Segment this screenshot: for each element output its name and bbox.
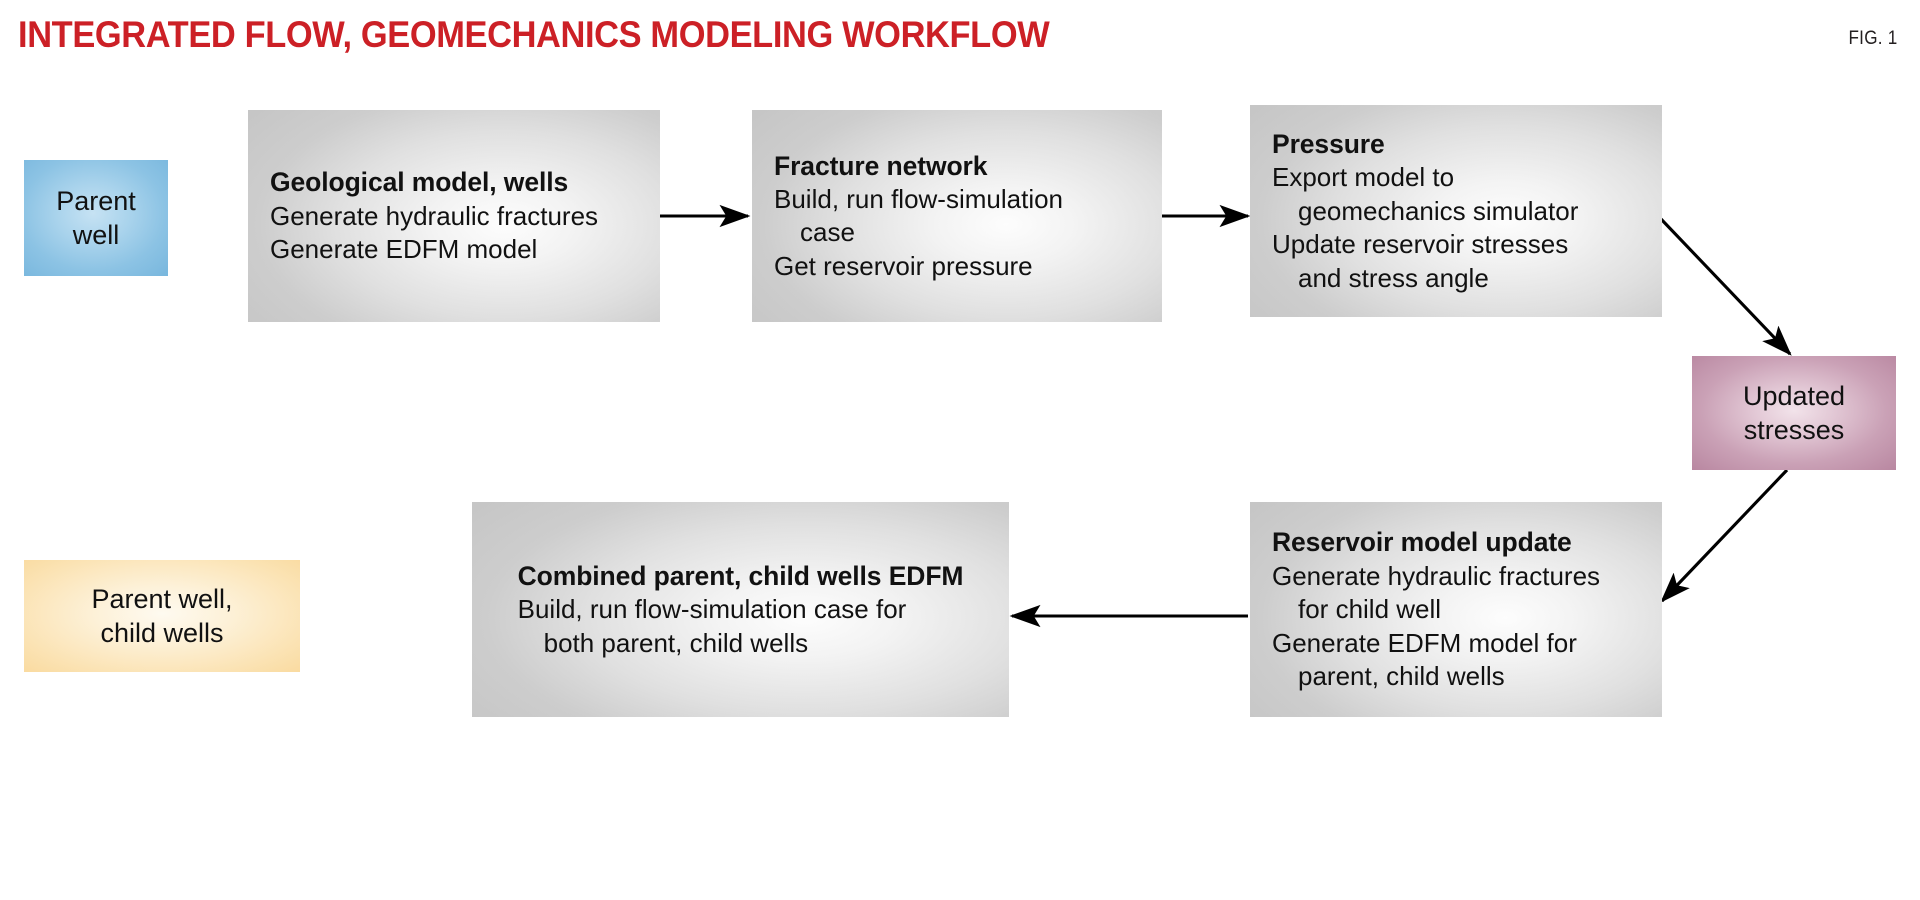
node-fracture-network-heading: Fracture network [774, 150, 988, 181]
node-reservoir-model-update-line-3: Generate EDFM model for [1272, 627, 1577, 658]
node-combined-edfm: Combined parent, child wells EDFM Build,… [472, 502, 1009, 717]
figure-number-label: FIG. 1 [1848, 28, 1898, 49]
node-reservoir-model-update-line-4: parent, child wells [1298, 661, 1505, 692]
node-geological-model-text: Geological model, wells Generate hydraul… [270, 165, 660, 266]
node-fracture-network-line-1: Build, run flow-simulation [774, 183, 1064, 214]
node-geological-model-line-2: Generate EDFM model [270, 234, 538, 265]
node-combined-edfm-line-1: Build, run flow-simulation case for [517, 594, 907, 625]
node-fracture-network-line-2: case [800, 217, 855, 248]
node-reservoir-model-update-text: Reservoir model update Generate hydrauli… [1272, 525, 1662, 693]
node-pressure-line-1: Export model to [1272, 162, 1455, 193]
node-pressure-heading: Pressure [1272, 128, 1385, 159]
node-reservoir-model-update-heading: Reservoir model update [1272, 527, 1572, 558]
node-combined-edfm-line-2: both parent, child wells [543, 627, 809, 658]
node-pressure-line-2: geomechanics simulator [1298, 195, 1579, 226]
node-geological-model: Geological model, wells Generate hydraul… [248, 110, 660, 322]
node-updated-stresses: Updated stresses [1692, 356, 1896, 470]
node-parent-child-wells: Parent well, child wells [24, 560, 300, 672]
node-parent-well: Parent well [24, 160, 168, 276]
node-geological-model-heading: Geological model, wells [270, 167, 569, 198]
node-reservoir-model-update-line-2: for child well [1298, 594, 1442, 625]
node-pressure-line-3: Update reservoir stresses [1272, 229, 1569, 260]
node-reservoir-model-update: Reservoir model update Generate hydrauli… [1250, 502, 1662, 717]
page-title: INTEGRATED FLOW, GEOMECHANICS MODELING W… [18, 14, 1050, 55]
node-fracture-network-line-3: Get reservoir pressure [774, 250, 1033, 281]
node-parent-child-wells-label: Parent well, child wells [91, 583, 233, 648]
node-pressure-text: Pressure Export model to geomechanics si… [1272, 127, 1662, 295]
node-parent-well-label: Parent well [56, 185, 136, 250]
node-combined-edfm-heading: Combined parent, child wells EDFM [517, 560, 964, 591]
node-pressure: Pressure Export model to geomechanics si… [1250, 105, 1662, 317]
node-geological-model-line-1: Generate hydraulic fractures [270, 200, 599, 231]
arrow-pressure-to-updated-stresses [1659, 217, 1792, 356]
node-reservoir-model-update-line-1: Generate hydraulic fractures [1272, 560, 1601, 591]
node-combined-edfm-text: Combined parent, child wells EDFM Build,… [518, 559, 964, 660]
node-updated-stresses-label: Updated stresses [1742, 380, 1846, 445]
node-fracture-network-text: Fracture network Build, run flow-simulat… [774, 149, 1162, 284]
arrow-updated-stresses-to-reservoir-update [1660, 468, 1789, 603]
node-pressure-line-4: and stress angle [1298, 262, 1489, 293]
node-fracture-network: Fracture network Build, run flow-simulat… [752, 110, 1162, 322]
